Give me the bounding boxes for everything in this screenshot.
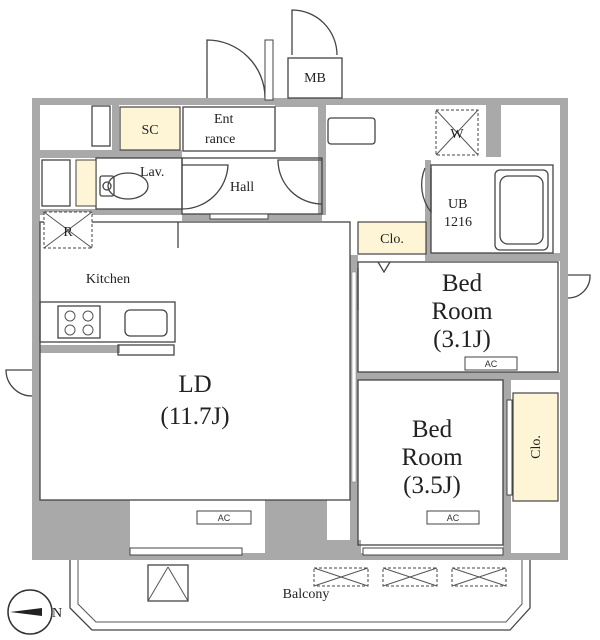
sink-icon xyxy=(124,309,168,337)
wall-ub-left xyxy=(425,160,431,260)
wall-pillar-mid xyxy=(327,540,361,553)
outdoor-unit-2 xyxy=(382,567,438,587)
storage: SC Clo. Clo. xyxy=(75,106,559,502)
wall-kitchen-bottom xyxy=(40,345,120,353)
kitchen-pillar xyxy=(117,344,175,356)
wall-wash-right xyxy=(486,105,501,157)
bathtub-icon xyxy=(494,169,549,251)
entrance-door[interactable] xyxy=(206,39,274,101)
refrigerator-box: R xyxy=(43,211,93,249)
balcony-outline xyxy=(69,560,531,631)
hall-door-swing[interactable] xyxy=(277,159,323,205)
ub-label-1: UB xyxy=(448,197,467,212)
wall-pillar-right xyxy=(265,500,327,553)
hall-sliding-door[interactable] xyxy=(209,213,269,220)
clo-top-box xyxy=(357,221,427,255)
bed2-label-line2: Room xyxy=(401,444,463,471)
balcony-inner xyxy=(77,560,523,623)
wall-pillar-left xyxy=(40,500,130,553)
sc-label: SC xyxy=(141,123,158,138)
ld-outline xyxy=(39,221,351,501)
bed-doors-ld-side[interactable] xyxy=(351,271,357,483)
ac-ld-label: AC xyxy=(218,513,231,523)
bed1-window[interactable] xyxy=(567,274,591,299)
compass-icon: N xyxy=(7,589,62,635)
ac-ld: AC xyxy=(196,510,252,525)
entrance-label-2: rance xyxy=(205,132,235,147)
clo-side-box xyxy=(512,392,559,502)
bed1-label-line2: Room xyxy=(431,298,493,325)
outdoor-unit-1 xyxy=(313,567,369,587)
toilet-icon xyxy=(99,172,149,200)
shoe-shelf xyxy=(91,105,111,147)
washer-box: W xyxy=(435,109,479,156)
entrance-label-1: Ent xyxy=(214,112,234,127)
lav-cabinet xyxy=(41,159,71,207)
lav-label: Lav. xyxy=(140,165,164,180)
wash-basin-counter xyxy=(327,117,376,145)
clo-top-label: Clo. xyxy=(380,232,404,247)
ld-label-line1: LD xyxy=(178,371,211,398)
bed2-clo-door[interactable] xyxy=(506,399,513,496)
hall-label: Hall xyxy=(230,180,254,195)
mb-door-swing xyxy=(291,9,338,56)
wall-bed-divider xyxy=(350,372,560,380)
wall-lav-bottom xyxy=(40,209,182,215)
entrance-door-swing xyxy=(206,39,266,99)
side-door-swing[interactable] xyxy=(5,369,33,397)
stove-icon xyxy=(57,305,101,339)
entrance-outline xyxy=(182,106,276,152)
bed1-label-line3: (3.1J) xyxy=(433,326,491,353)
ub-label-2: 1216 xyxy=(444,215,472,230)
hatch-box xyxy=(147,564,189,602)
balcony-label: Balcony xyxy=(283,587,330,602)
bed1-label-line1: Bed xyxy=(442,270,483,297)
bed2-window[interactable] xyxy=(362,547,504,556)
ac-bed2-label: AC xyxy=(447,513,460,523)
bed2-label-line1: Bed xyxy=(412,416,453,443)
bed1-clo-marker xyxy=(377,261,391,274)
r-label: R xyxy=(63,225,73,240)
mb-box xyxy=(287,57,343,99)
clo-side-label: Clo. xyxy=(529,435,544,459)
wall-ub-bottom xyxy=(425,253,560,261)
mb-door[interactable] xyxy=(291,9,338,56)
bed2-outline xyxy=(357,379,504,546)
outdoor-unit-3 xyxy=(451,567,507,587)
bed1-outline xyxy=(357,261,559,373)
kitchen-counter xyxy=(39,301,176,343)
ld-window[interactable] xyxy=(129,547,243,556)
w-label: W xyxy=(450,127,464,142)
ub-door-swing[interactable] xyxy=(421,167,432,214)
bed2-label-line3: (3.5J) xyxy=(403,472,461,499)
lav-door-swing[interactable] xyxy=(181,164,229,210)
ac-bed1-label: AC xyxy=(485,359,498,369)
wall-entrance-right xyxy=(275,98,325,107)
lav-storage xyxy=(75,159,97,207)
ac-bed1: AC xyxy=(464,356,518,371)
compass-north-label: N xyxy=(52,606,62,621)
sc-box xyxy=(119,106,181,151)
mb-label: MB xyxy=(304,71,326,86)
wall-lav-top xyxy=(40,150,182,158)
ac-bed2: AC xyxy=(426,510,480,525)
wall-entrance-left xyxy=(112,98,119,150)
kitchen-label: Kitchen xyxy=(86,272,130,287)
ld-label-line2: (11.7J) xyxy=(160,403,229,430)
